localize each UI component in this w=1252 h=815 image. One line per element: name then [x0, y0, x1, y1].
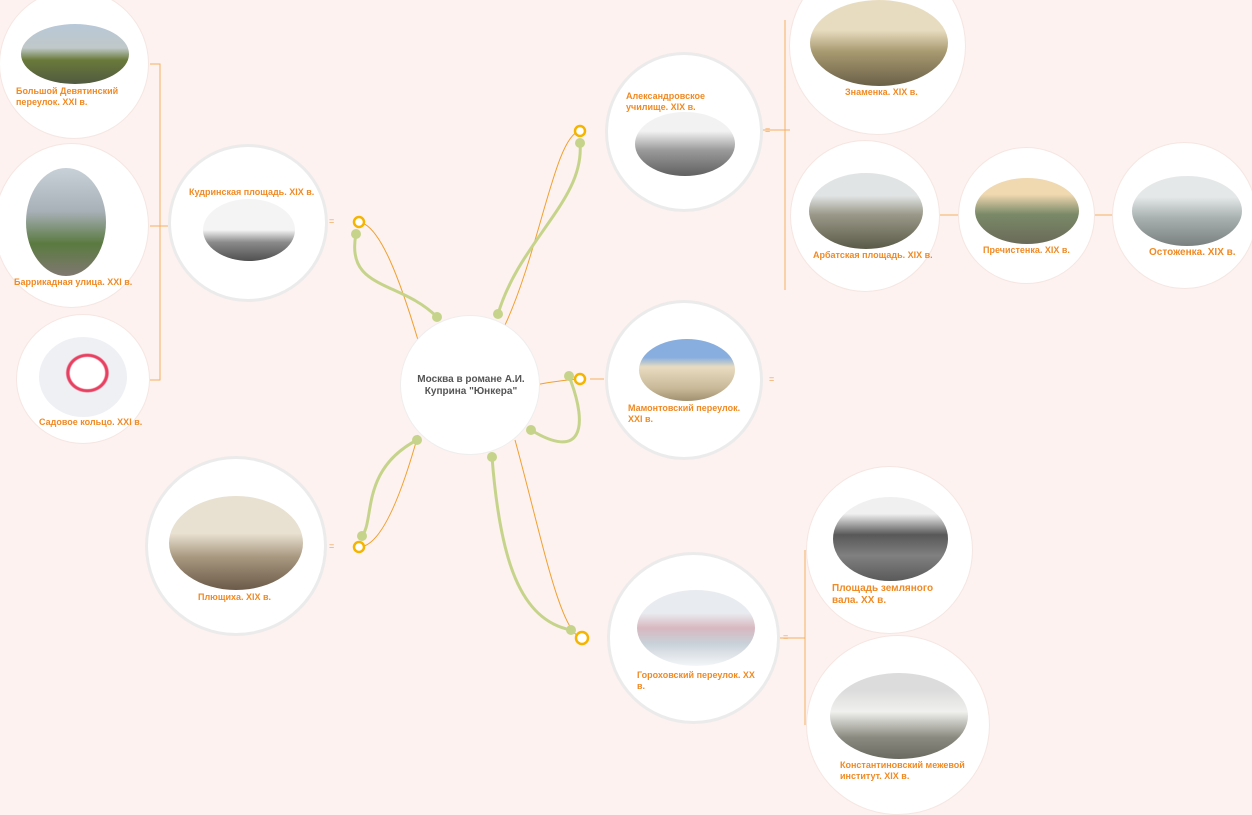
handle-mamontovsky[interactable]	[573, 372, 587, 386]
node-gorokhovsky[interactable]: Гороховский переулок. XX в.	[607, 552, 780, 724]
node-label: Константиновский межевой институт. XIX в…	[840, 760, 965, 781]
collapse-marker[interactable]: =	[783, 632, 789, 642]
collapse-marker[interactable]: =	[769, 374, 775, 384]
collapse-marker[interactable]: =	[765, 125, 771, 135]
node-prechistenka[interactable]: Пречистенка. XIX в.	[958, 147, 1095, 284]
node-label: Арбатская площадь. XIX в.	[813, 250, 933, 260]
node-kudrinskaya[interactable]: Кудринская площадь. XIX в.	[168, 144, 328, 302]
collapse-marker[interactable]: =	[329, 541, 335, 551]
handle-kudrinskaya[interactable]	[352, 215, 366, 229]
node-aleksandrovskoe[interactable]: Александровское училище. XIX в.	[605, 52, 763, 212]
node-label: Пречистенка. XIX в.	[983, 245, 1070, 255]
node-label: Большой Девятинский переулок. XXI в.	[16, 86, 119, 107]
photo	[810, 0, 948, 86]
photo	[830, 673, 968, 759]
photo	[26, 168, 106, 276]
photo	[635, 112, 735, 176]
node-label: Садовое кольцо. XXI в.	[39, 417, 143, 427]
node-label: Александровское училище. XIX в.	[626, 91, 705, 112]
map-image	[39, 337, 127, 417]
central-topic-label: Москва в романе А.И. Куприна "Юнкера"	[417, 374, 525, 397]
photo	[639, 339, 735, 401]
photo	[203, 199, 295, 261]
photo	[975, 178, 1079, 244]
node-label: Знаменка. XIX в.	[845, 87, 918, 97]
photo	[21, 24, 129, 84]
node-plyushikha[interactable]: Плющиха. XIX в.	[145, 456, 327, 636]
node-zemlyanoy[interactable]: Площадь земляного вала. XX в.	[806, 466, 973, 634]
node-arbatskaya[interactable]: Арбатская площадь. XIX в.	[790, 140, 940, 292]
node-ostozhenka[interactable]: Остоженка. XIX в.	[1112, 142, 1252, 289]
node-label: Плющиха. XIX в.	[198, 592, 272, 602]
node-label: Гороховский переулок. XX в.	[637, 670, 755, 691]
photo	[169, 496, 303, 590]
photo	[809, 173, 923, 249]
central-topic[interactable]: Москва в романе А.И. Куприна "Юнкера"	[400, 315, 540, 455]
handle-gorokhovsky[interactable]	[574, 630, 590, 646]
node-label: Остоженка. XIX в.	[1149, 247, 1236, 258]
node-label: Кудринская площадь. XIX в.	[189, 187, 315, 197]
node-label: Мамонтовский переулок. XXI в.	[628, 403, 741, 424]
photo	[833, 497, 948, 581]
photo	[637, 590, 755, 666]
node-bolshoy[interactable]: Большой Девятинский переулок. XXI в.	[0, 0, 149, 139]
node-mamontovsky[interactable]: Мамонтовский переулок. XXI в.	[605, 300, 763, 460]
node-konstantinovsky[interactable]: Константиновский межевой институт. XIX в…	[806, 635, 990, 815]
node-label: Площадь земляного вала. XX в.	[832, 583, 934, 606]
collapse-marker[interactable]: =	[329, 216, 335, 226]
node-barrikadnaya[interactable]: Баррикадная улица. XXI в.	[0, 143, 149, 308]
handle-plyushikha[interactable]	[352, 540, 366, 554]
handle-aleksandrovskoe[interactable]	[573, 124, 587, 138]
photo	[1132, 176, 1242, 246]
node-label: Баррикадная улица. XXI в.	[14, 277, 133, 287]
node-sadovoe[interactable]: Садовое кольцо. XXI в.	[16, 314, 150, 444]
